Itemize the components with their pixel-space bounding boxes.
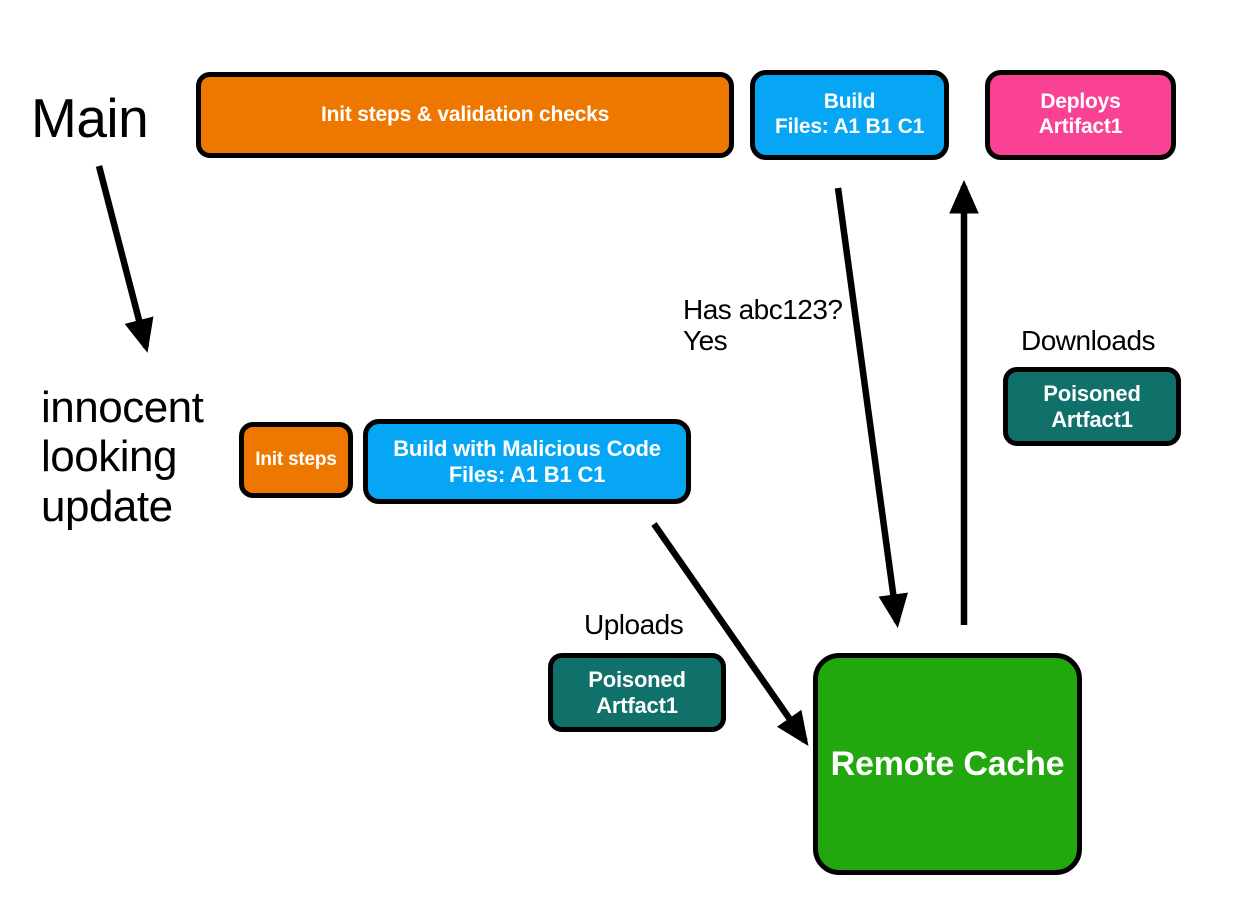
node-init-steps[interactable]: Init steps — [239, 422, 353, 498]
node-build-main[interactable]: Build Files: A1 B1 C1 — [750, 70, 949, 160]
annotation-cache-lookup: Has abc123? Yes — [683, 294, 843, 357]
node-remote-cache[interactable]: Remote Cache — [813, 653, 1082, 875]
arrow-build-to-cache — [834, 187, 909, 629]
node-deploys-artifact1[interactable]: Deploys Artifact1 — [985, 70, 1176, 160]
node-poisoned-artifact-download[interactable]: Poisoned Artfact1 — [1003, 367, 1181, 446]
node-poisoned-artifact-upload[interactable]: Poisoned Artfact1 — [548, 653, 726, 732]
edge-label-downloads: Downloads — [1021, 325, 1156, 356]
edge-label-uploads: Uploads — [584, 609, 684, 640]
lane-label-main: Main — [31, 87, 149, 149]
node-build-with-malicious-code[interactable]: Build with Malicious Code Files: A1 B1 C… — [363, 419, 691, 504]
node-init-steps-validation-checks[interactable]: Init steps & validation checks — [196, 72, 734, 158]
lane-label-innocent-update: innocent looking update — [41, 383, 204, 531]
arrow-main-to-update — [95, 165, 154, 353]
